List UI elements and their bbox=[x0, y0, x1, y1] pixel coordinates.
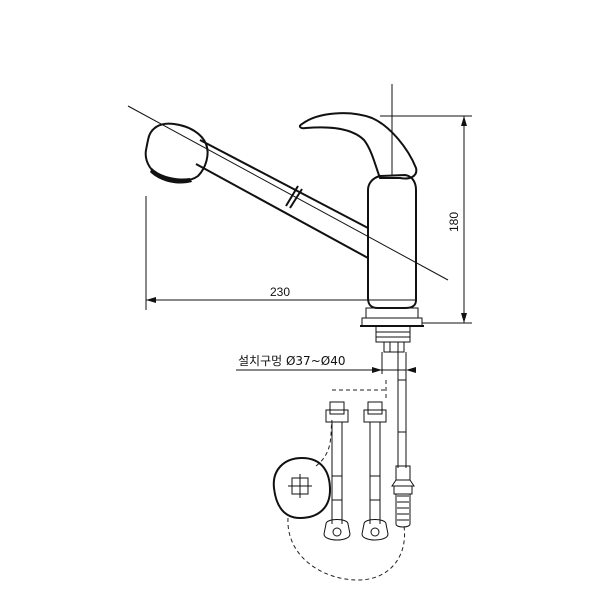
width-label: 230 bbox=[270, 285, 290, 299]
dashed-hose-loop bbox=[287, 419, 406, 581]
hole-dimension: 설치구멍 Ø37~Ø40 bbox=[236, 352, 416, 374]
height-label: 180 bbox=[447, 212, 461, 232]
faucet-body bbox=[360, 173, 424, 327]
width-dimension: 230 bbox=[145, 196, 416, 310]
height-dimension: 180 bbox=[380, 84, 472, 324]
hole-label: 설치구멍 Ø37~Ø40 bbox=[238, 354, 345, 368]
spout bbox=[195, 139, 369, 259]
spout-axis-line bbox=[127, 105, 449, 281]
right-supply-hose bbox=[361, 401, 389, 541]
spray-head bbox=[144, 122, 209, 184]
left-supply-hose bbox=[323, 401, 351, 541]
pull-out-hose bbox=[391, 352, 415, 528]
hose-weight bbox=[272, 456, 332, 520]
base-nut bbox=[375, 325, 411, 353]
lever-handle bbox=[298, 112, 418, 180]
